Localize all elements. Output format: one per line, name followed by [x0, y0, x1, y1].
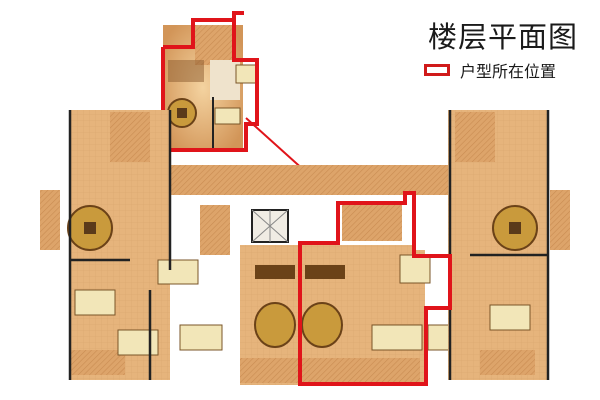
highlighted-unit-outline [298, 191, 452, 386]
legend-label: 户型所在位置 [460, 62, 557, 81]
inset-unit-plan [161, 11, 259, 152]
page-title: 楼层平面图 [428, 20, 579, 54]
main-floor-plan [40, 110, 570, 386]
legend: 户型所在位置 [424, 58, 556, 82]
legend-red-box-icon [424, 64, 450, 76]
